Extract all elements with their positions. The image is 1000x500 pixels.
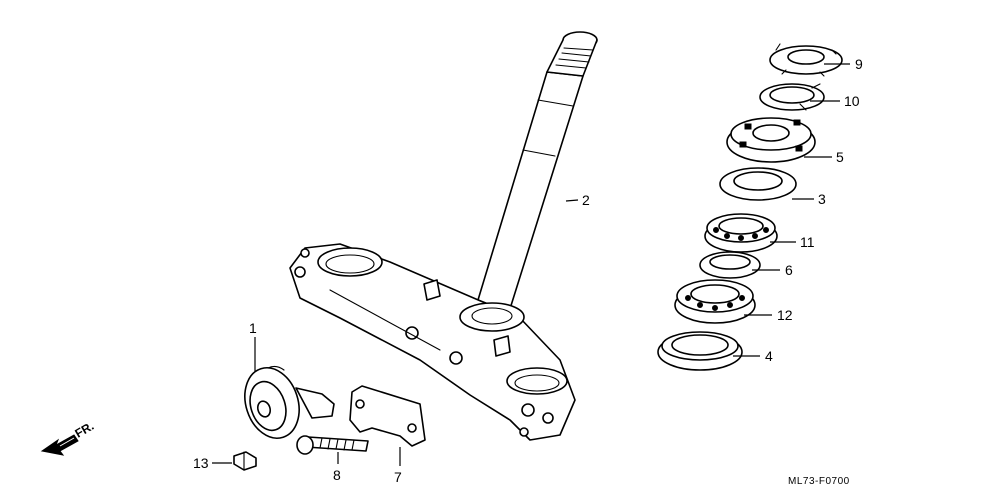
part-10-lock-washer [759,83,825,111]
part-13-screw [233,451,257,471]
part-8-bolt [296,435,369,455]
part-9-lock-nut [769,43,843,77]
callout-1: 1 [249,320,257,336]
callout-5: 5 [836,149,844,165]
callout-13: 13 [193,455,209,471]
part-5-adjusting-nut [726,117,816,163]
part-4-lower-dust-seal [657,331,743,371]
part-3-dust-seal [719,167,797,201]
part-6-bearing-race [699,251,761,279]
callout-8: 8 [333,467,341,483]
callout-2: 2 [582,192,590,208]
steering-stem-lower-bridge [289,243,576,441]
callout-11: 11 [800,234,815,250]
callout-12: 12 [777,307,793,323]
leader-lines [212,63,850,466]
steering-stem-shaft [477,31,598,313]
callout-10: 10 [844,93,860,109]
part-11-upper-bearing [704,213,778,253]
diagram-code: ML73-F0700 [788,476,850,487]
part-1-horn [244,365,335,439]
part-7-horn-bracket [349,385,426,447]
front-direction-arrow [40,434,79,456]
callout-6: 6 [785,262,793,278]
callout-9: 9 [855,56,863,72]
part-12-lower-bearing [674,279,756,324]
callout-3: 3 [818,191,826,207]
callout-4: 4 [765,348,773,364]
callout-7: 7 [394,469,402,485]
